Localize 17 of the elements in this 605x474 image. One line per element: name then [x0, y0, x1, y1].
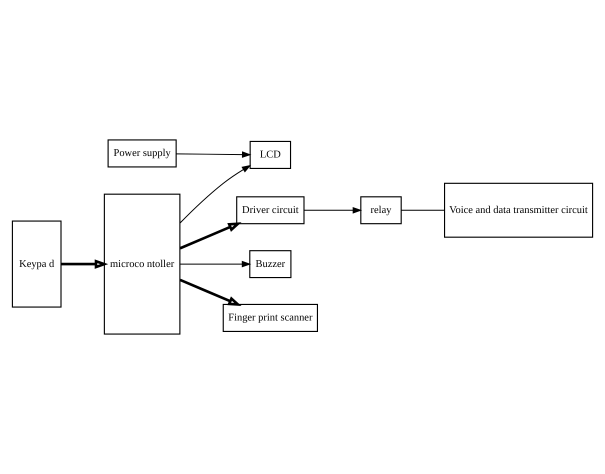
node-box: relay — [360, 196, 402, 224]
node-box: Keypa d — [12, 220, 62, 308]
node-box: Driver circuit — [236, 196, 305, 224]
arrow — [180, 260, 252, 268]
arrow — [179, 164, 252, 224]
connector — [400, 210, 445, 211]
node-box: Finger print scanner — [222, 304, 318, 332]
node-box: Voice and data transmitter circuit — [444, 182, 594, 238]
node-box: Buzzer — [249, 250, 292, 278]
node-box: microco ntoller — [104, 194, 180, 335]
arrow — [180, 222, 242, 250]
node-box: Power supply — [108, 139, 177, 168]
arrow — [176, 151, 252, 158]
arrow — [61, 259, 108, 269]
node-box: LCD — [250, 140, 292, 169]
arrow — [304, 206, 362, 214]
arrow — [180, 278, 242, 306]
